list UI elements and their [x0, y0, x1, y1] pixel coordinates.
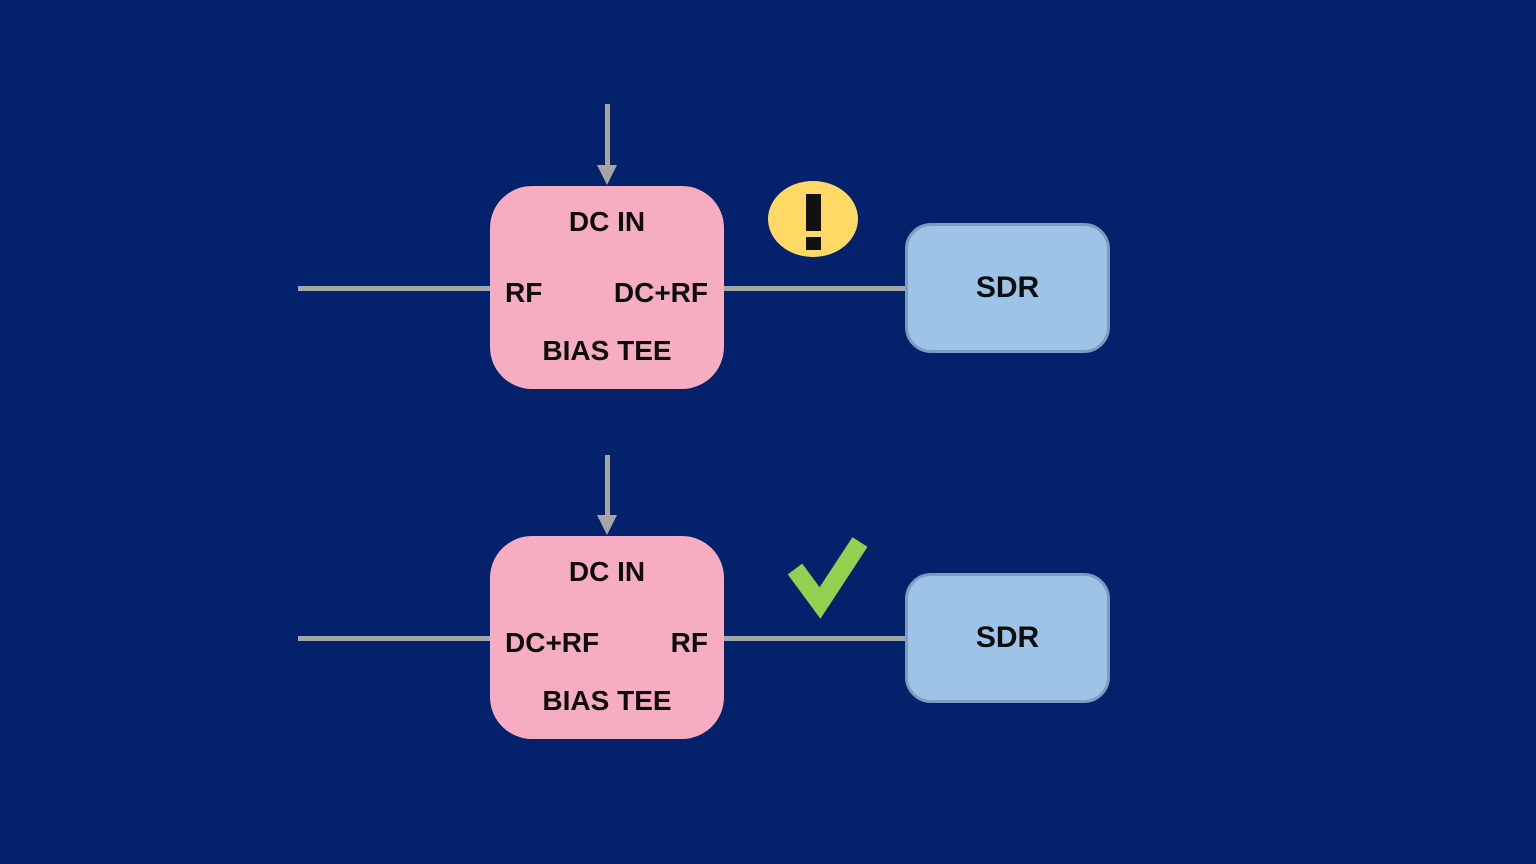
antenna-wire [298, 286, 490, 291]
dc-in-arrow-stem [605, 104, 610, 166]
bias-tee-top-port-label: DC IN [568, 556, 646, 587]
output-wire [724, 636, 905, 641]
bias-tee-name-label: BIAS TEE [542, 685, 672, 716]
sdr-block: SDR [905, 223, 1110, 353]
bias-tee-block: DC IN DC+RF RF BIAS TEE [490, 536, 724, 739]
bias-tee-right-port-label: DC+RF [613, 277, 708, 308]
checkmark-icon [787, 537, 868, 619]
sdr-label: SDR [975, 621, 1040, 654]
bias-tee-block: DC IN RF DC+RF BIAS TEE [490, 186, 724, 389]
dc-in-arrow-head-icon [597, 165, 617, 185]
antenna-wire [298, 636, 490, 641]
bias-tee-name-label: BIAS TEE [542, 335, 672, 366]
bias-tee-left-port-label: RF [505, 277, 543, 308]
bias-tee-left-port-label: DC+RF [505, 627, 600, 658]
bias-tee-top-port-label: DC IN [568, 206, 646, 237]
dc-in-arrow-stem [605, 455, 610, 516]
output-wire [724, 286, 905, 291]
exclamation-bar [806, 194, 821, 231]
exclamation-dot [806, 237, 821, 250]
sdr-block: SDR [905, 573, 1110, 703]
bias-tee-right-port-label: RF [670, 627, 708, 658]
warning-icon [768, 181, 858, 257]
dc-in-arrow-head-icon [597, 515, 617, 535]
sdr-label: SDR [975, 271, 1040, 304]
